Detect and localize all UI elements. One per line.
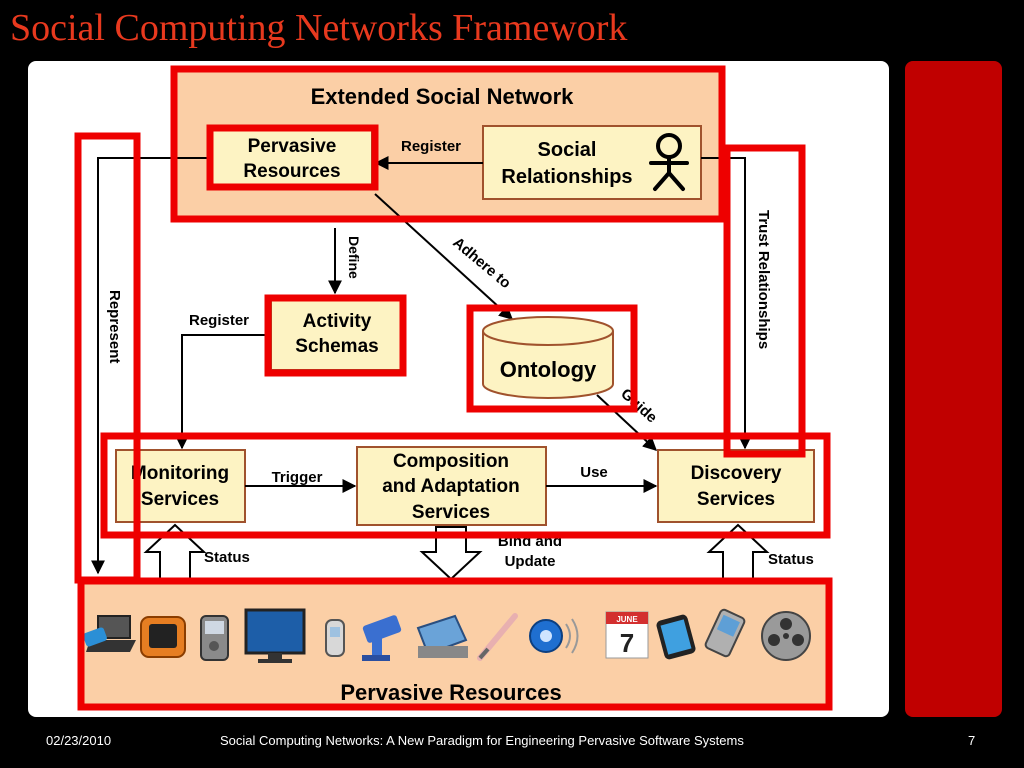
monitoring-line1: Monitoring [131, 463, 229, 484]
highlight-extended-network [170, 65, 726, 223]
composition-line2: and Adaptation [382, 476, 520, 497]
discovery-box [657, 449, 815, 523]
ontology-cylinder [482, 316, 614, 399]
smartphone-icon [656, 614, 696, 660]
social-relationships-line1: Social [538, 139, 597, 161]
side-bar [905, 61, 1002, 717]
scanner-icon [416, 614, 468, 658]
slide-title: Social Computing Networks Framework [10, 7, 628, 49]
use-label: Use [580, 464, 608, 481]
pervasive-resources-line2: Resources [243, 161, 340, 182]
highlight-pervasive-resources [206, 124, 379, 191]
trust-label: Trust Relationships [755, 210, 772, 349]
highlight-activity-schemas [264, 294, 407, 377]
page-number: 7 [968, 733, 976, 748]
person-icon [649, 133, 689, 191]
tv-icon [140, 616, 186, 658]
register-top-label: Register [401, 138, 461, 155]
pervasive-resources-line1: Pervasive [248, 136, 337, 157]
footer-text: Social Computing Networks: A New Paradig… [220, 733, 744, 748]
laptop-icon [83, 615, 136, 652]
composition-line3: Services [412, 502, 490, 523]
discovery-line1: Discovery [691, 463, 782, 484]
extended-network-title: Extended Social Network [311, 84, 575, 109]
highlight-ontology [466, 304, 638, 413]
monitor-icon [244, 608, 306, 663]
flip-phone-icon [325, 619, 345, 657]
speaker-icon [529, 618, 579, 654]
status-left-label: Status [204, 549, 250, 566]
calendar-day: 7 [620, 628, 634, 658]
status-right-label: Status [768, 551, 814, 568]
calendar-icon: JUNE 7 [605, 611, 649, 659]
bind-update-arrow [419, 526, 483, 581]
adhere-to-label: Adhere to [449, 234, 514, 292]
define-label: Define [346, 236, 362, 279]
highlight-trust [723, 144, 806, 458]
composition-box [356, 446, 547, 526]
monitoring-line2: Services [141, 489, 219, 510]
trigger-label: Trigger [272, 469, 323, 486]
composition-line1: Composition [393, 451, 509, 472]
bind-line2: Update [505, 553, 556, 570]
discovery-line2: Services [697, 489, 775, 510]
highlight-pervasive-bottom [77, 577, 833, 711]
footer-date: 02/23/2010 [46, 733, 112, 748]
ontology-label: Ontology [500, 357, 597, 382]
highlight-services-row [100, 432, 831, 539]
calendar-month: JUNE [616, 615, 638, 624]
represent-label: Represent [106, 290, 123, 363]
camera-icon [362, 615, 402, 661]
bottom-resources-title: Pervasive Resources [340, 680, 561, 705]
film-reel-icon [761, 611, 811, 661]
activity-schemas-line1: Activity [303, 311, 372, 332]
slider-phone-icon [704, 608, 746, 658]
register-mid-label: Register [189, 312, 249, 329]
highlight-outlines [74, 65, 833, 711]
phone-icon [200, 615, 229, 661]
pen-icon [477, 613, 518, 661]
social-relationships-line2: Relationships [501, 166, 632, 188]
activity-schemas-line2: Schemas [295, 336, 378, 357]
